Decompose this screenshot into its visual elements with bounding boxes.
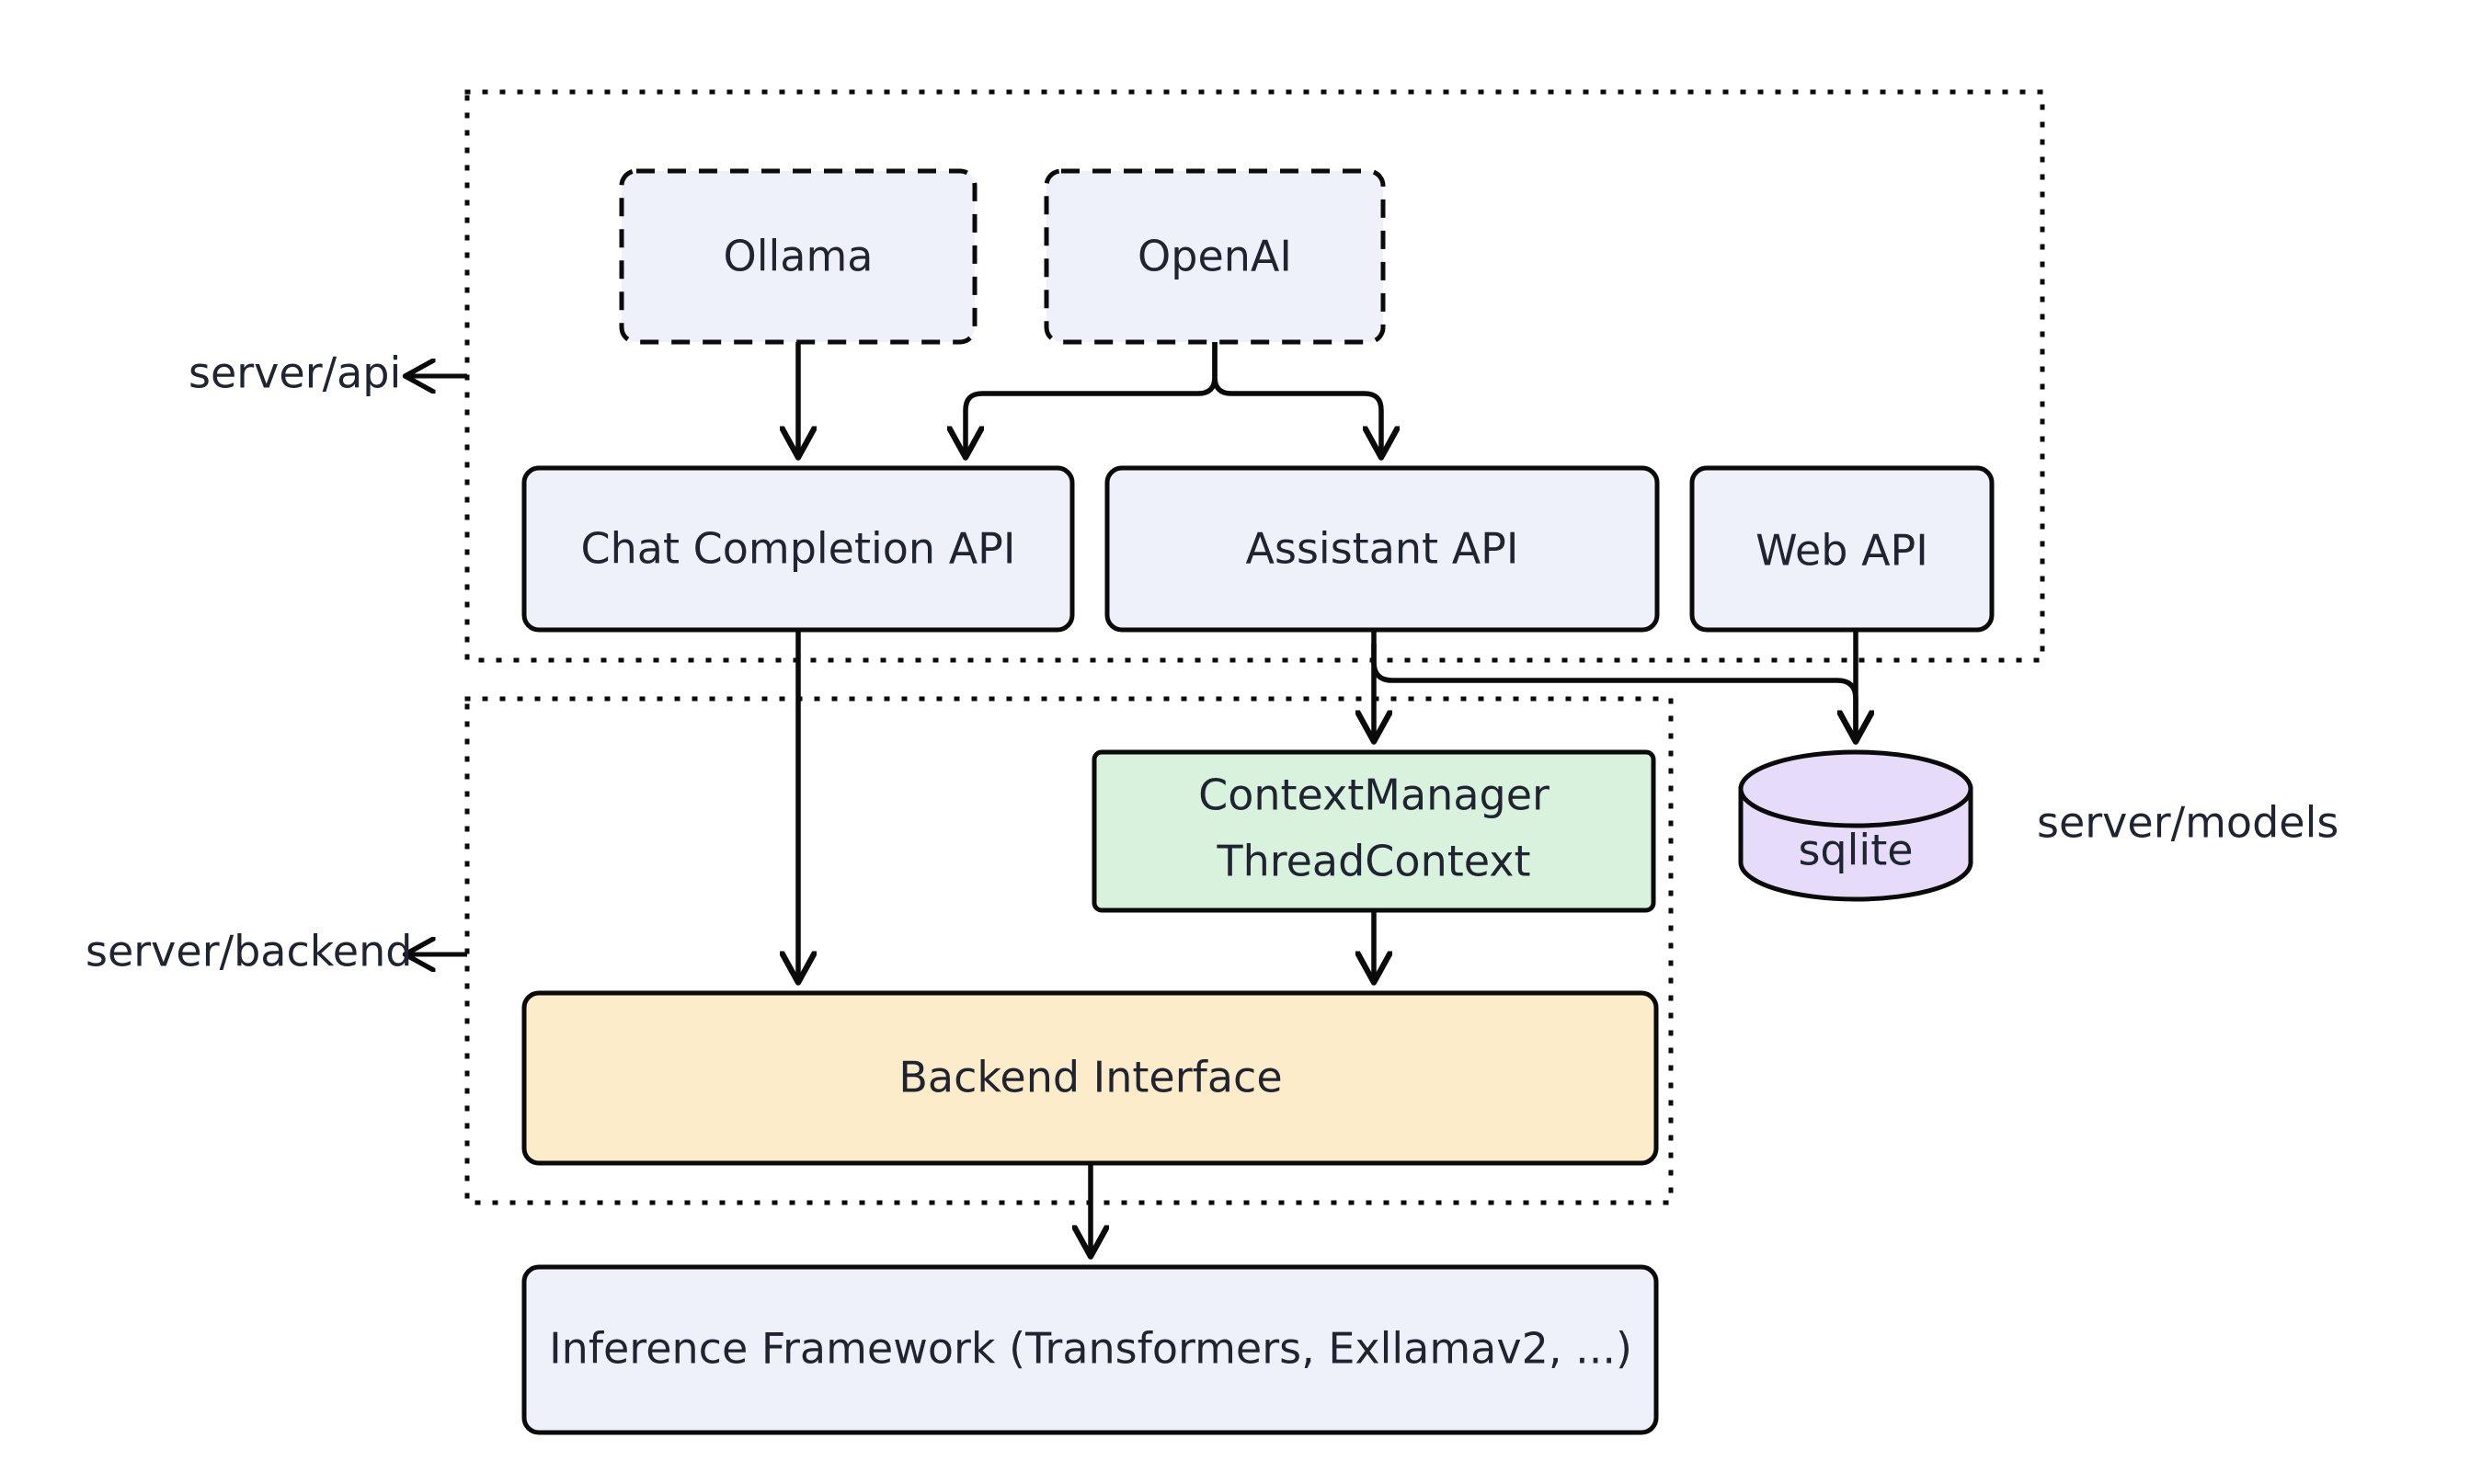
node-assistant-api-label: Assistant API (1246, 524, 1519, 574)
edge-openai-to-assistant (1212, 342, 1381, 455)
cluster-label-server-api: server/api (189, 348, 401, 398)
cluster-server-backend (464, 696, 1674, 1205)
node-context-manager[interactable]: ContextManager ThreadContext (1092, 749, 1656, 913)
node-assistant-api[interactable]: Assistant API (1104, 465, 1660, 633)
node-ollama-shape (619, 168, 978, 345)
node-openai-label: OpenAI (1138, 232, 1292, 281)
node-context-manager-label-line1: ContextManager (1198, 771, 1549, 820)
node-web-api-label: Web API (1755, 526, 1928, 576)
node-backend-interface[interactable]: Backend Interface (521, 990, 1659, 1166)
node-ollama-label: Ollama (724, 232, 874, 281)
cluster-label-server-backend: server/backend (86, 927, 412, 976)
cluster-server-backend-outline (464, 696, 1674, 1205)
edge-openai-to-chat-completion (966, 342, 1218, 455)
node-web-api-shape (1689, 465, 1995, 633)
node-inference-framework-shape (521, 1264, 1659, 1435)
node-web-api[interactable]: Web API (1689, 465, 1995, 633)
node-sqlite-label: sqlite (1798, 826, 1913, 875)
node-inference-framework-label: Inference Framework (Transformers, Exlla… (549, 1324, 1632, 1374)
node-context-manager-label-line2: ThreadContext (1216, 837, 1530, 886)
node-chat-completion-api-label: Chat Completion API (581, 524, 1016, 574)
node-openai-shape (1044, 168, 1386, 345)
node-inference-framework[interactable]: Inference Framework (Transformers, Exlla… (521, 1264, 1659, 1435)
node-backend-interface-label: Backend Interface (898, 1053, 1282, 1102)
node-assistant-api-shape (1104, 465, 1660, 633)
node-sqlite[interactable]: sqlite (1738, 749, 1973, 902)
node-backend-interface-shape (521, 990, 1659, 1166)
node-chat-completion-api-shape (521, 465, 1075, 633)
node-ollama[interactable]: Ollama (619, 168, 978, 345)
node-sqlite-top-ellipse (1738, 749, 1973, 828)
label-server-models: server/models (2037, 798, 2338, 848)
node-chat-completion-api[interactable]: Chat Completion API (521, 465, 1075, 633)
node-openai[interactable]: OpenAI (1044, 168, 1386, 345)
node-context-manager-shape (1092, 749, 1656, 913)
